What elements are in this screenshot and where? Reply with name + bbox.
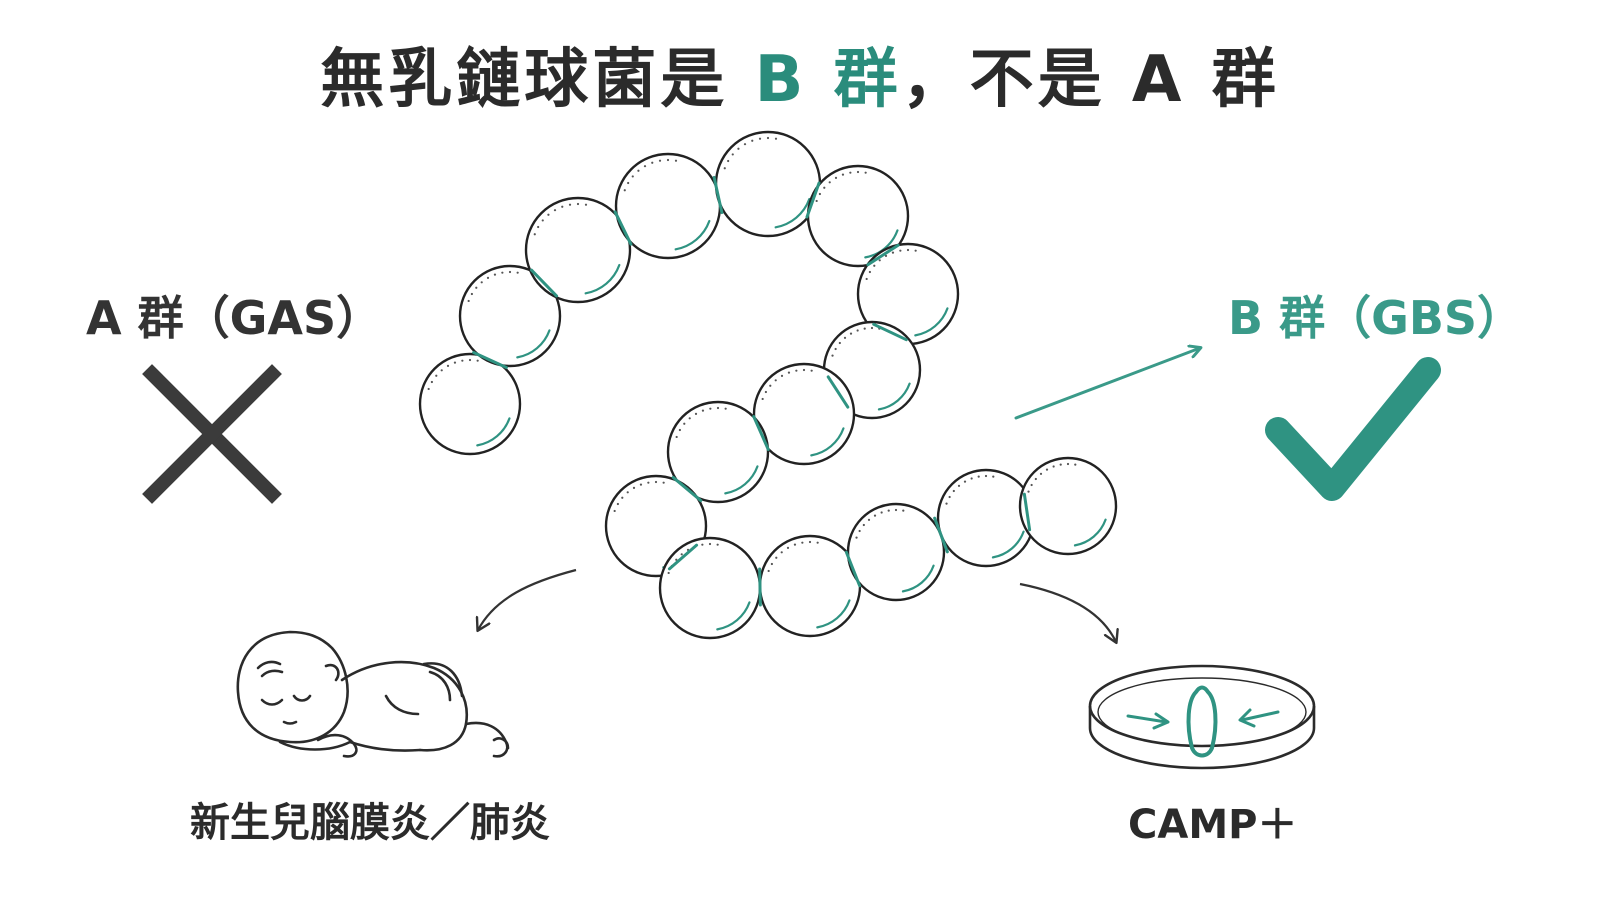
coccus-cell — [936, 468, 1036, 568]
coccus-cell — [714, 130, 822, 238]
sleeping-baby-icon — [236, 630, 510, 758]
cell-junction — [933, 516, 949, 554]
title-part-2: ，不是 A 群 — [901, 43, 1280, 117]
coccus-cell — [658, 536, 762, 640]
group-b-label: B 群（GBS） — [1228, 291, 1524, 345]
cell-junction — [826, 375, 850, 409]
camp-caption: CAMP＋ — [1128, 802, 1298, 848]
coccus-cell — [1018, 456, 1118, 556]
cell-junction — [712, 175, 724, 215]
group-a-label: A 群（GAS） — [86, 291, 383, 345]
arrow-to-baby — [478, 568, 577, 630]
petri-dish-icon — [1088, 664, 1316, 770]
arrow-to-dish — [1019, 582, 1116, 642]
arrow-to-group-b — [1014, 348, 1200, 420]
coccus-cell — [418, 352, 522, 456]
cell-junction — [866, 243, 900, 267]
cell-junction — [613, 210, 633, 246]
cell-junction — [844, 550, 862, 588]
baby-caption: 新生兒腦膜炎／肺炎 — [190, 800, 550, 846]
streptococcus-chain-icon — [418, 130, 1118, 640]
cell-junction — [752, 415, 770, 451]
cell-junction — [872, 322, 908, 342]
cross-mark-icon — [142, 364, 282, 504]
coccus-cell — [524, 196, 632, 304]
check-mark-icon — [1265, 357, 1441, 501]
cell-junction — [472, 351, 508, 369]
coccus-cell — [846, 502, 946, 602]
cell-junction — [667, 543, 699, 571]
page-title: 無乳鏈球菌是 B 群，不是 A 群 — [0, 28, 1600, 120]
coccus-cell — [752, 362, 856, 466]
coccus-cell — [458, 264, 562, 368]
cell-junction — [758, 567, 762, 607]
cell-junction — [671, 475, 703, 503]
cell-junction — [529, 268, 559, 298]
title-highlight: B 群 — [754, 43, 902, 117]
cell-junction — [1022, 492, 1032, 532]
title-part-1: 無乳鏈球菌是 — [320, 43, 755, 117]
coccus-cell — [666, 400, 770, 504]
coccus-cell — [758, 534, 862, 638]
cell-junction — [805, 181, 821, 219]
